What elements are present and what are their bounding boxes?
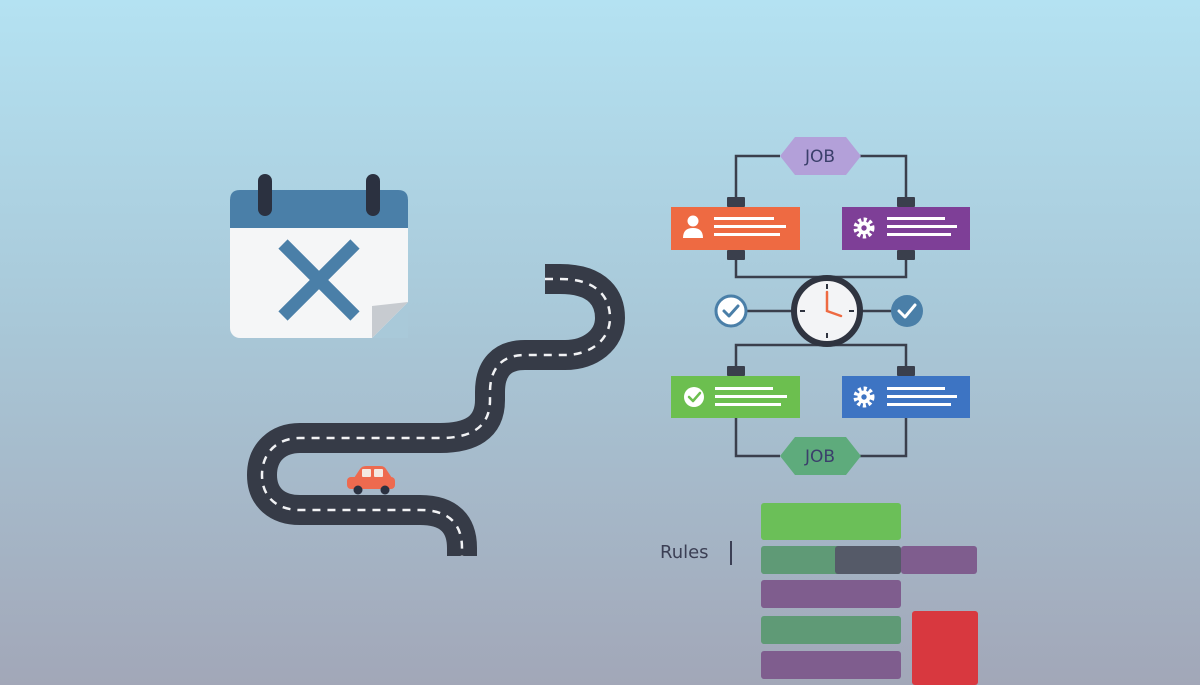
connector-tabs xyxy=(727,197,915,376)
rule-bar xyxy=(761,580,901,608)
card-text-lines xyxy=(714,217,786,236)
job-node-top: JOB xyxy=(780,137,861,175)
check-badge-left xyxy=(714,294,748,328)
card-person-task xyxy=(671,207,800,250)
clock-icon xyxy=(791,275,863,347)
gear-icon xyxy=(853,217,875,239)
rules-divider xyxy=(730,541,732,565)
rule-bar xyxy=(761,616,901,644)
card-gear-task-top xyxy=(842,207,970,250)
calendar-cancel-icon xyxy=(230,174,408,338)
winding-road-icon xyxy=(247,264,625,563)
job-node-bottom: JOB xyxy=(780,437,861,475)
rule-bar xyxy=(901,546,977,574)
rule-bar-highlight xyxy=(912,611,978,685)
rule-bar xyxy=(761,651,901,679)
card-check-task xyxy=(671,376,800,418)
rules-bars xyxy=(761,503,978,685)
job-label-top: JOB xyxy=(804,147,835,167)
card-text-lines xyxy=(887,217,957,236)
rule-bar xyxy=(761,503,901,540)
check-icon xyxy=(684,387,704,407)
card-text-lines xyxy=(887,387,957,406)
card-gear-task-bottom xyxy=(842,376,970,418)
check-badge-right xyxy=(891,295,923,327)
person-icon xyxy=(683,215,703,238)
gear-icon xyxy=(853,386,875,408)
rule-bar-overlap xyxy=(835,546,901,574)
job-label-bottom: JOB xyxy=(804,447,835,467)
card-text-lines xyxy=(715,387,787,406)
rules-label: Rules xyxy=(660,542,709,563)
car-icon xyxy=(347,466,395,495)
